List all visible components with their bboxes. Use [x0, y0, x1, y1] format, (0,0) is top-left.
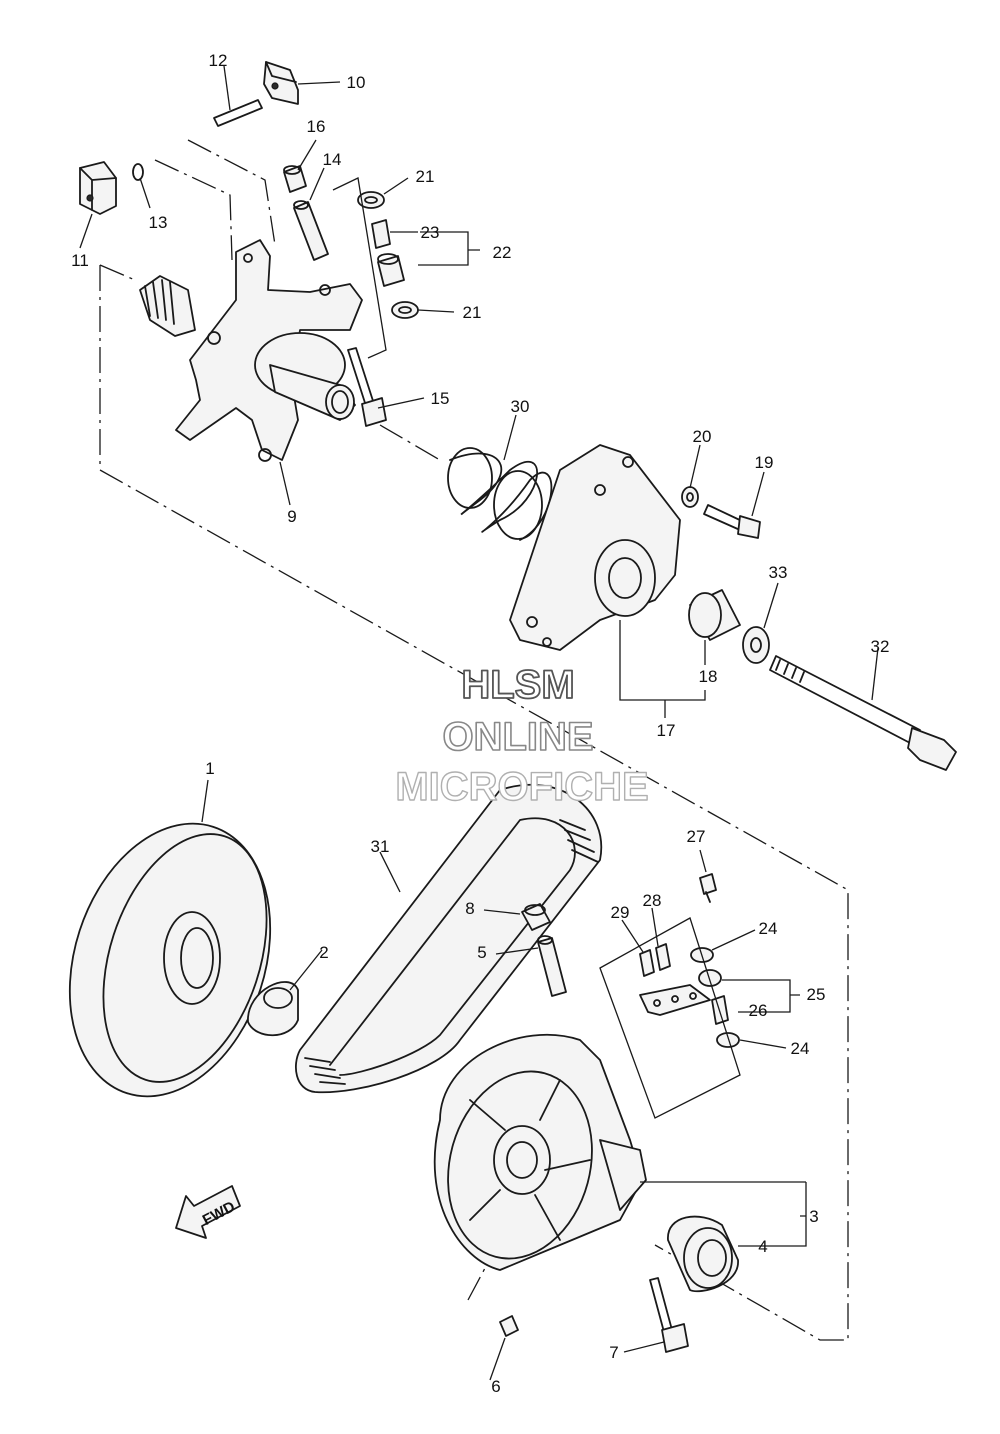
part-18-bushing — [688, 589, 741, 641]
label-2: 2 — [319, 943, 328, 962]
label-3: 3 — [809, 1207, 818, 1226]
label-33: 33 — [769, 563, 788, 582]
label-23: 23 — [421, 223, 440, 242]
label-6: 6 — [491, 1377, 500, 1396]
part-16-bushing — [283, 165, 307, 193]
part-1-sheave-disc — [68, 822, 272, 1098]
part-33-washer — [742, 626, 770, 664]
label-30: 30 — [511, 397, 530, 416]
part-17-cover-plate — [509, 444, 681, 651]
label-11: 11 — [71, 251, 89, 270]
label-12: 12 — [209, 51, 228, 70]
label-18: 18 — [699, 667, 718, 686]
label-22: 22 — [493, 243, 512, 262]
label-21-top: 21 — [416, 167, 435, 186]
label-32: 32 — [871, 637, 890, 656]
part-8-cap — [521, 903, 551, 931]
part-31-belt — [295, 784, 603, 1094]
label-8: 8 — [465, 899, 474, 918]
part-10-weight-block — [263, 61, 299, 105]
label-27: 27 — [687, 827, 706, 846]
watermark: HLSM ONLINE MICROFICHE — [395, 662, 650, 810]
watermark-line-2: ONLINE — [442, 715, 593, 759]
leader-lines — [79, 65, 879, 1381]
part-13-washer — [132, 163, 144, 181]
label-26: 26 — [749, 1001, 768, 1020]
part-20-washer — [681, 486, 699, 508]
label-14: 14 — [323, 150, 342, 169]
label-13: 13 — [149, 213, 168, 232]
label-9: 9 — [287, 507, 296, 526]
label-21-bottom: 21 — [463, 303, 482, 322]
label-10: 10 — [347, 73, 366, 92]
part-6-plug — [499, 1315, 519, 1337]
label-28: 28 — [643, 891, 662, 910]
part-9-spider-assembly — [139, 239, 363, 462]
part-30-spring — [447, 447, 553, 541]
label-4: 4 — [758, 1237, 767, 1256]
fwd-arrow-icon: FWD — [175, 1185, 241, 1239]
part-2-slider — [247, 981, 299, 1037]
label-15: 15 — [431, 389, 450, 408]
label-7: 7 — [609, 1343, 618, 1362]
part-3-movable-sheave — [433, 1033, 647, 1271]
part-labels: 12 10 16 14 21 23 22 21 13 11 15 30 9 20… — [71, 51, 889, 1396]
part-15-bolt — [347, 347, 387, 427]
label-24-top: 24 — [759, 919, 778, 938]
part-21-washer-top — [357, 191, 385, 209]
assembly-outline — [99, 139, 849, 1341]
part-5-shaft — [537, 935, 567, 997]
label-24-bottom: 24 — [791, 1039, 810, 1058]
part-32-long-bolt — [769, 655, 957, 771]
label-1: 1 — [205, 759, 214, 778]
part-22-roller — [377, 253, 405, 287]
label-31: 31 — [371, 837, 390, 856]
part-27-screw — [699, 873, 717, 903]
label-5: 5 — [477, 943, 486, 962]
part-7-bolt — [649, 1277, 689, 1353]
part-19-bolt — [703, 504, 761, 539]
part-11-weight-block — [79, 161, 117, 215]
part-23-collar — [371, 219, 391, 249]
part-12-pin — [213, 99, 263, 127]
part-4-ring — [667, 1215, 739, 1293]
watermark-line-3: MICROFICHE — [395, 765, 648, 809]
label-17: 17 — [657, 721, 676, 740]
part-21-washer-bottom — [391, 301, 419, 319]
label-29: 29 — [611, 903, 630, 922]
part-26-collar — [698, 969, 729, 1025]
watermark-line-1: HLSM — [461, 663, 574, 707]
part-28-29-screws — [639, 943, 671, 977]
part-25-bracket — [639, 984, 711, 1016]
part-14-sleeve — [293, 200, 329, 261]
hardware-group-outline — [599, 917, 741, 1119]
label-20: 20 — [693, 427, 712, 446]
label-25: 25 — [807, 985, 826, 1004]
label-19: 19 — [755, 453, 774, 472]
part-24-washer-bottom — [716, 1032, 740, 1048]
label-16: 16 — [307, 117, 326, 136]
